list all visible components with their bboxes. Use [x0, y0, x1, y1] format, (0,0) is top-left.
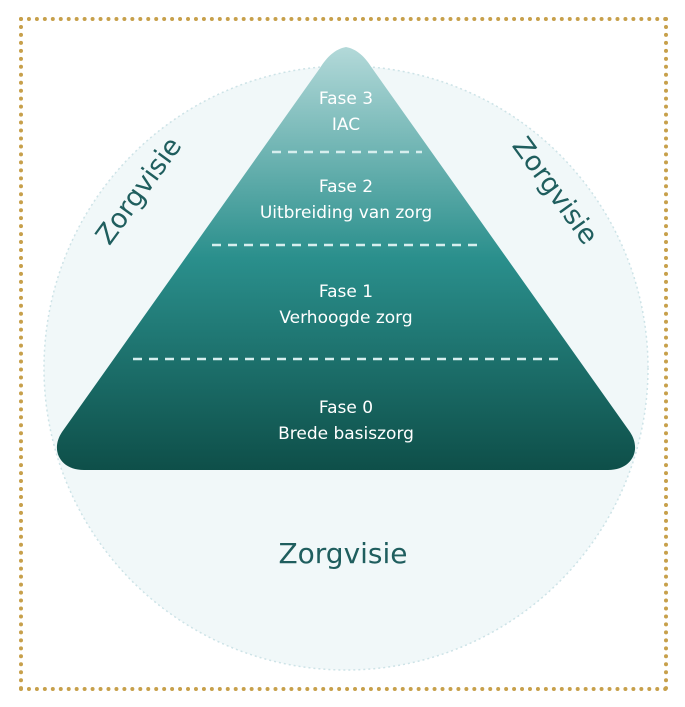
phase-title: Fase 2 [319, 177, 373, 197]
phase-label: Verhoogde zorg [279, 308, 412, 328]
vision-label-bottom: Zorgvisie [278, 537, 407, 570]
phase-2: Fase 2 Uitbreiding van zorg [260, 177, 432, 223]
phase-title: Fase 3 [319, 89, 373, 109]
pyramid-shape [56, 47, 636, 470]
phase-0: Fase 0 Brede basiszorg [278, 398, 414, 444]
phase-title: Fase 1 [319, 282, 373, 302]
phase-label: IAC [332, 115, 360, 135]
phase-1: Fase 1 Verhoogde zorg [279, 282, 412, 328]
dotted-frame [19, 17, 668, 691]
phase-label: Brede basiszorg [278, 424, 414, 444]
phase-3: Fase 3 IAC [319, 89, 373, 135]
phase-label: Uitbreiding van zorg [260, 203, 432, 223]
phase-title: Fase 0 [319, 398, 373, 418]
